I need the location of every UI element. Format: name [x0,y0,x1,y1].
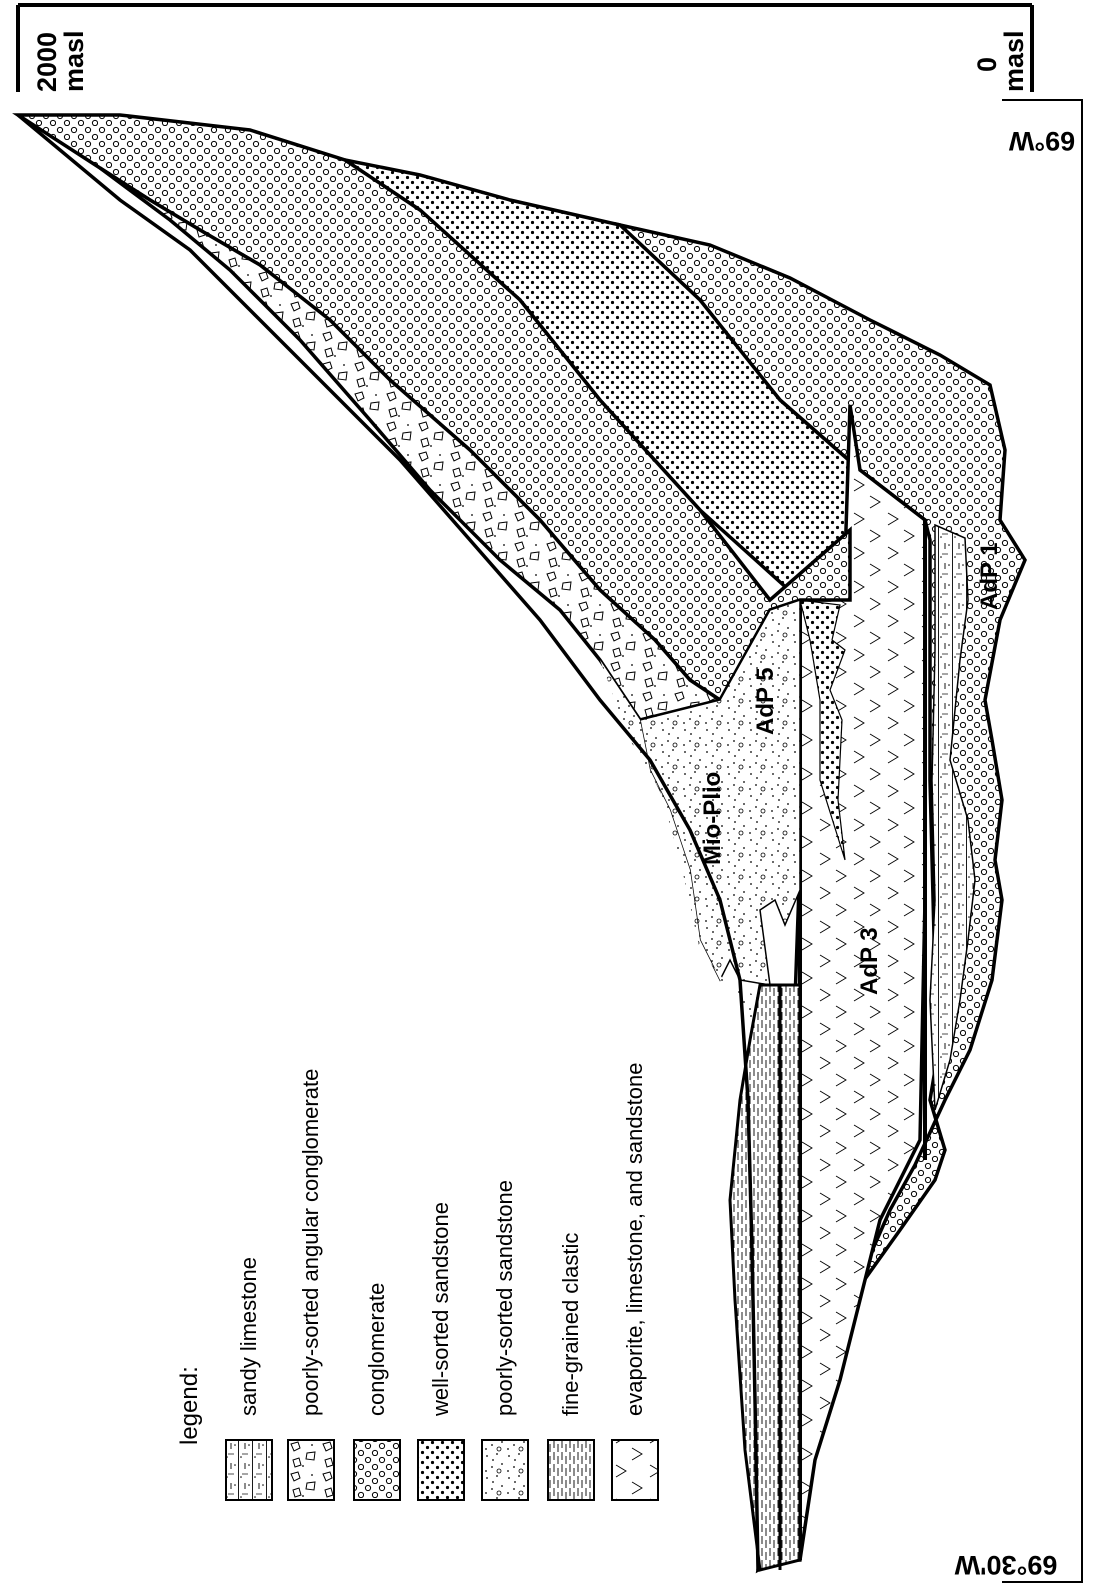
legend-swatch-fine-clastic [548,1440,594,1500]
scale-bottom-unit: masl [999,30,1029,92]
legend-item-poorly-sorted-sandstone: poorly-sorted sandstone [482,1180,528,1500]
legend-item-angular-conglomerate: poorly-sorted angular conglomerate [288,1069,334,1500]
legend-item-conglomerate: conglomerate [354,1283,400,1500]
legend-label-fine-clastic: fine-grained clastic [558,1233,583,1416]
unit-label-mio-plio: Mio-Plio [699,772,726,865]
legend-label-evaporite: evaporite, limestone, and sandstone [622,1063,647,1416]
longitude-west-label: 69°30'W [954,1550,1057,1580]
legend-item-evaporite: evaporite, limestone, and sandstone [612,1063,658,1500]
legend-item-sandy-limestone: sandy limestone [226,1257,272,1500]
legend: legend: sandy limestone poorly-sorted ang… [176,1063,658,1500]
legend-label-well-sorted-sandstone: well-sorted sandstone [428,1202,453,1417]
legend-item-fine-clastic: fine-grained clastic [548,1233,594,1500]
legend-swatch-poorly-sorted-sandstone [482,1440,528,1500]
legend-swatch-sandy-limestone [226,1440,272,1500]
legend-title: legend: [176,1366,203,1445]
scale-top-unit: masl [59,30,89,92]
legend-label-sandy-limestone: sandy limestone [236,1257,261,1416]
legend-label-conglomerate: conglomerate [364,1283,389,1416]
legend-swatch-well-sorted-sandstone [418,1440,464,1500]
section-frame [1002,100,1082,1582]
legend-label-poorly-sorted-sandstone: poorly-sorted sandstone [492,1180,517,1416]
legend-swatch-conglomerate [354,1440,400,1500]
scale-bottom-value: 0 [972,57,1002,72]
elevation-scale-bar [18,5,1032,92]
layer-fine-grained-clastic [730,985,800,1570]
scale-top-value: 2000 [32,32,62,92]
unit-label-adp3: AdP 3 [856,927,883,995]
legend-item-well-sorted-sandstone: well-sorted sandstone [418,1202,464,1500]
legend-swatch-angular-conglomerate [288,1440,334,1500]
legend-label-angular-conglomerate: poorly-sorted angular conglomerate [298,1069,323,1416]
unit-label-adp1: AdP 1 [976,542,1003,610]
longitude-east-label: 69°W [1008,126,1075,156]
legend-swatch-evaporite [612,1440,658,1500]
unit-label-adp5: AdP 5 [752,667,779,735]
